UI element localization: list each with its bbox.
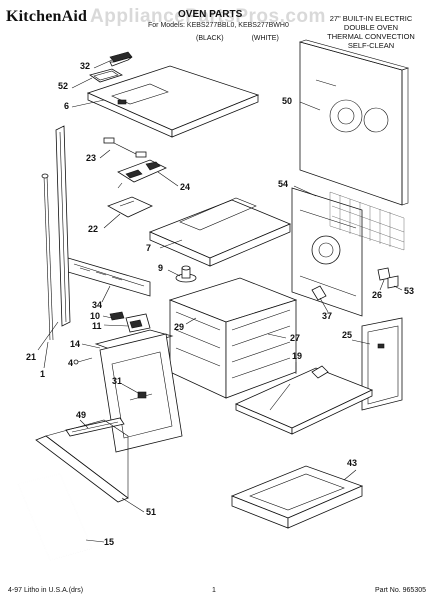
callout-52: 52 <box>58 81 69 91</box>
callout-21: 21 <box>26 352 37 362</box>
callout-14: 14 <box>70 339 81 349</box>
callout-51: 51 <box>146 507 157 517</box>
color-white-label: (WHITE) <box>251 35 279 42</box>
description-line: THERMAL CONVECTION <box>327 32 415 41</box>
part-54-back-assembly <box>291 187 405 317</box>
callout-50: 50 <box>282 96 293 106</box>
part-43-pan <box>230 465 364 529</box>
description-line: SELF-CLEAN <box>347 41 395 50</box>
callout-32: 32 <box>80 61 91 71</box>
callout-49: 49 <box>76 410 87 420</box>
brand-logo: KitchenAid <box>6 8 88 25</box>
part-53-clip <box>387 275 399 289</box>
callout-34: 34 <box>92 300 103 310</box>
footer-part-number: Part No. 965305 <box>375 587 426 594</box>
part-37-bracket <box>311 285 327 301</box>
callout-24: 24 <box>180 182 191 192</box>
callout-53: 53 <box>404 286 415 296</box>
part-32-bracket <box>109 51 133 67</box>
part-10-bracket <box>109 311 125 321</box>
part-49-handle <box>65 417 125 437</box>
part-6-top-panel <box>86 65 260 138</box>
part-34-control-panel <box>67 257 151 297</box>
callout-25: 25 <box>342 330 353 340</box>
sheet-title: OVEN PARTS <box>178 9 243 20</box>
color-black-label: (BLACK) <box>196 35 224 42</box>
part-50-rear-panel <box>298 39 410 206</box>
part-15-gasket <box>17 473 93 561</box>
part-21-vertical-trim <box>55 125 71 327</box>
part-52-pad <box>89 68 123 83</box>
callout-31: 31 <box>112 376 123 386</box>
part-24-thermostat <box>117 159 167 189</box>
watermark: AppliancePartsPros.com <box>90 6 326 27</box>
part-11-bracket <box>125 313 151 333</box>
callout-11: 11 <box>92 321 102 331</box>
color-legend: (BLACK) (WHITE) <box>196 35 305 42</box>
part-1-rod <box>41 173 54 341</box>
description-line: 27" BUILT-IN ELECTRIC <box>329 14 413 23</box>
callout-19: 19 <box>292 351 303 361</box>
model-line: For Models: KEBS277BBL0, KEBS277BWH0 <box>148 22 289 29</box>
callout-29: 29 <box>174 322 185 332</box>
part-27-oven-liner <box>168 277 298 399</box>
callout-43: 43 <box>347 458 358 468</box>
description-line: DOUBLE OVEN <box>343 23 399 32</box>
callout-22: 22 <box>88 224 99 234</box>
callout-9: 9 <box>158 263 164 273</box>
callout-37: 37 <box>322 311 333 321</box>
callout-15: 15 <box>104 537 115 547</box>
callout-1: 1 <box>40 369 46 379</box>
callout-6: 6 <box>64 101 70 111</box>
part-9-motor <box>175 265 197 283</box>
part-19-broil-pan <box>235 365 374 435</box>
callout-27: 27 <box>290 333 301 343</box>
callout-10: 10 <box>90 311 101 321</box>
product-description: 27" BUILT-IN ELECTRIC DOUBLE OVEN THERMA… <box>316 14 426 50</box>
footer-litho: 4-97 Litho in U.S.A.(drs) <box>8 587 84 594</box>
part-25-side-panel <box>361 317 403 411</box>
callout-23: 23 <box>86 153 97 163</box>
footer-page-number: 1 <box>212 587 216 594</box>
part-23-rod <box>103 137 147 158</box>
part-7-shelf-panel <box>148 197 292 267</box>
part-51-door-trim <box>35 419 129 503</box>
callout-54: 54 <box>278 179 289 189</box>
part-22-plate <box>107 196 153 218</box>
leader-lines <box>37 59 403 543</box>
callout-7: 7 <box>146 243 152 253</box>
callout-26: 26 <box>372 290 383 300</box>
callout-4: 4 <box>68 358 74 368</box>
part-4-screw <box>73 357 93 365</box>
